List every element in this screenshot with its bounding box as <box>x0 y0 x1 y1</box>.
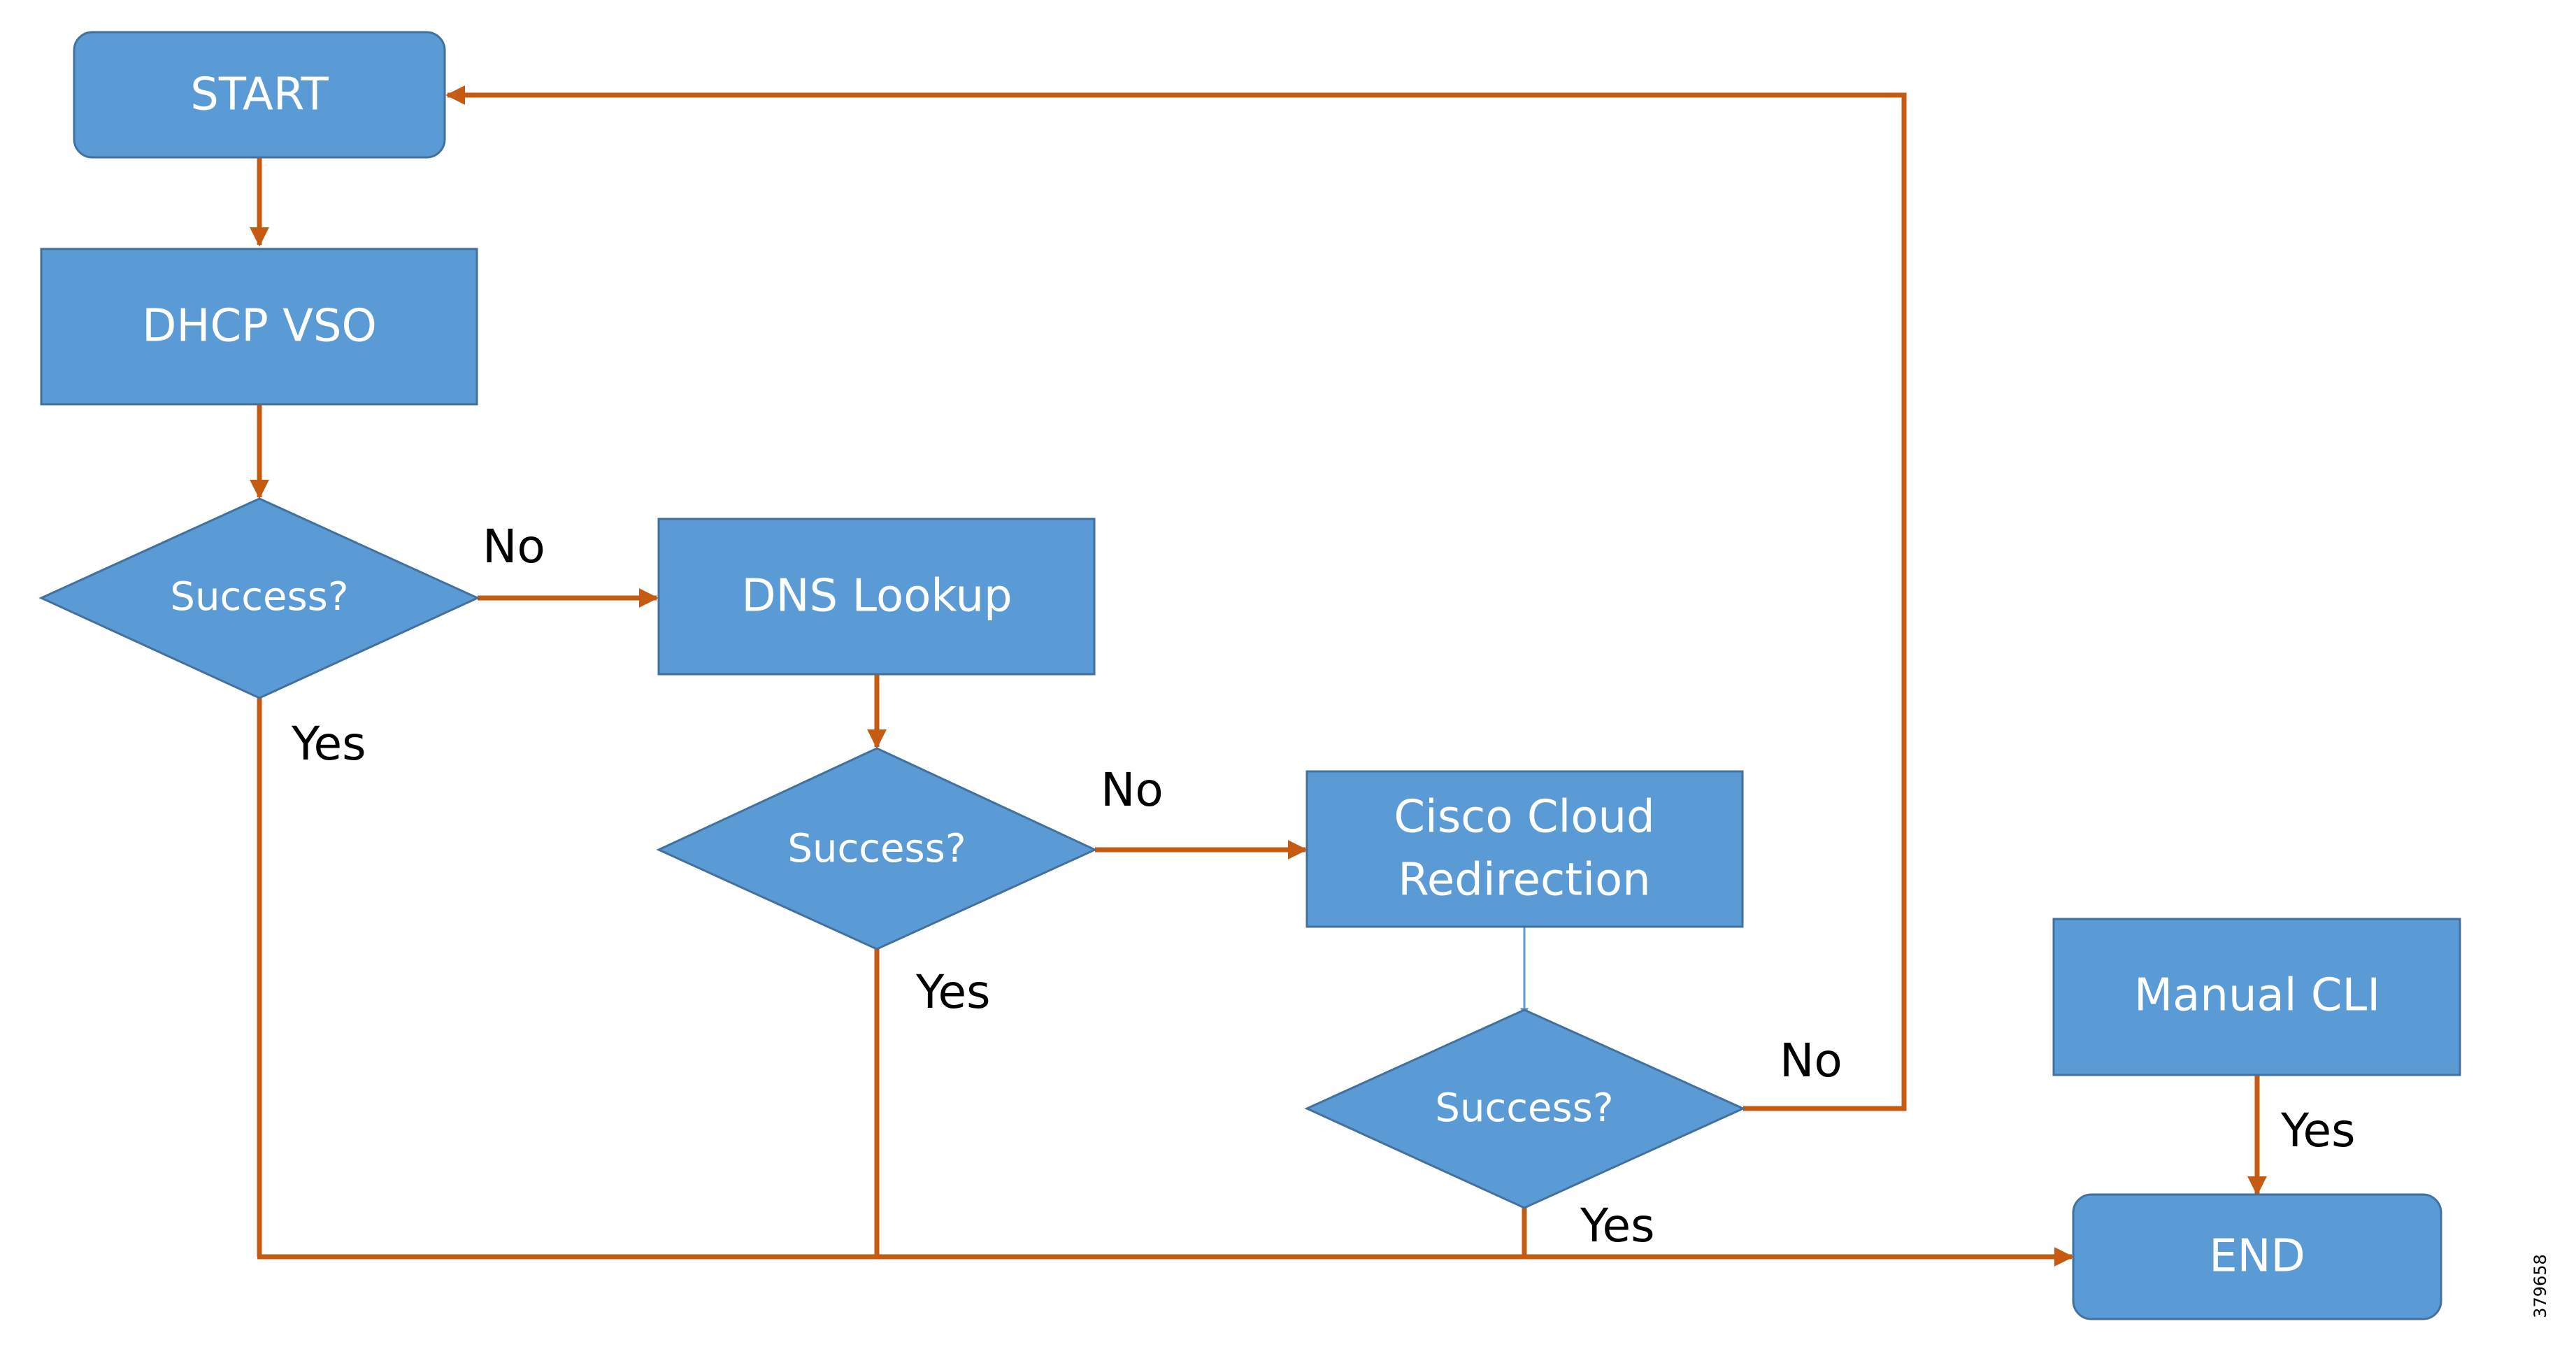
edge-labels: No Yes No Yes No Yes Yes <box>291 520 2356 1253</box>
start-label: START <box>190 69 329 121</box>
manual-cli-label: Manual CLI <box>2134 970 2380 1022</box>
connectors <box>250 85 2267 1267</box>
edge-decision-3-no-to-start <box>445 85 1907 1111</box>
dns-lookup-label: DNS Lookup <box>741 571 1012 622</box>
nodes <box>38 31 2461 1320</box>
node-labels: START DHCP VSO Success? DNS Lookup Succe… <box>142 69 2380 1283</box>
redirection-label: Redirection <box>1398 855 1650 906</box>
decision-1-node <box>38 497 480 699</box>
figure-id: 379658 <box>2531 1254 2550 1318</box>
dhcp-vso-label: DHCP VSO <box>142 301 377 352</box>
decision-3-node <box>1304 1009 1746 1209</box>
start-node <box>73 31 446 159</box>
dns-lookup-node <box>657 518 1096 676</box>
decision-2-yes-label: Yes <box>915 965 991 1019</box>
dhcp-vso-node <box>40 248 478 406</box>
decision-2-no-label: No <box>1101 763 1164 817</box>
end-label: END <box>2209 1231 2305 1283</box>
decision-3-yes-label: Yes <box>1580 1199 1655 1253</box>
end-node <box>2072 1193 2442 1320</box>
decision-2-label: Success? <box>787 826 966 871</box>
decision-1-yes-label: Yes <box>291 717 366 771</box>
manual-cli-node <box>2052 918 2461 1076</box>
decision-3-label: Success? <box>1435 1085 1613 1131</box>
decision-1-label: Success? <box>170 574 348 620</box>
cisco-cloud-redirection-node <box>1305 770 1744 928</box>
decision-2-node <box>656 747 1098 950</box>
cisco-cloud-label: Cisco Cloud <box>1394 792 1654 843</box>
manual-cli-yes-label: Yes <box>2280 1104 2356 1157</box>
decision-3-no-label: No <box>1780 1034 1842 1088</box>
decision-1-no-label: No <box>482 520 545 573</box>
